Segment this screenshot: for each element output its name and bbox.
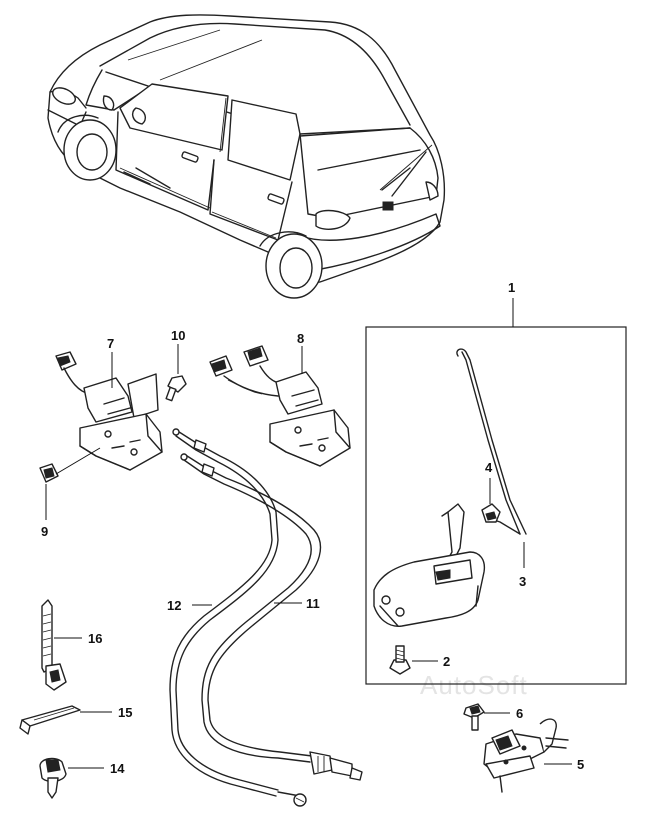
callout-9-label: 9 [41, 524, 48, 539]
watermark-text: AutoSoft [420, 670, 528, 700]
screw-6 [463, 703, 510, 731]
latch-8 [209, 345, 351, 467]
callout-8-label: 8 [297, 331, 304, 346]
latch-7 [55, 351, 163, 471]
bolt-2 [389, 645, 438, 675]
callout-16-label: 16 [88, 631, 102, 646]
rod-clip [481, 478, 501, 523]
callout-6-label: 6 [516, 706, 523, 721]
car-illustration [47, 14, 446, 299]
grommet-14 [39, 757, 104, 799]
callout-3-label: 3 [519, 574, 526, 589]
release-cables [169, 428, 363, 807]
callout-7-label: 7 [107, 336, 114, 351]
callout-14-label: 14 [110, 761, 125, 776]
callout-2-label: 2 [443, 654, 450, 669]
latch-5 [483, 718, 572, 793]
callout-11-label: 11 [306, 596, 320, 611]
callout-5-label: 5 [577, 757, 584, 772]
lock-actuator [373, 503, 486, 627]
callout-10-label: 10 [171, 328, 185, 343]
clip-9 [39, 447, 101, 520]
cable-tie-16 [41, 599, 82, 691]
assembly-box [365, 298, 627, 685]
callout-15-label: 15 [118, 705, 132, 720]
callout-1-label: 1 [508, 280, 515, 295]
callout-4-label: 4 [485, 460, 493, 475]
lock-rod [456, 348, 527, 568]
callout-12-label: 12 [167, 598, 181, 613]
bolt-10 [165, 344, 187, 402]
clip-15 [19, 705, 112, 735]
